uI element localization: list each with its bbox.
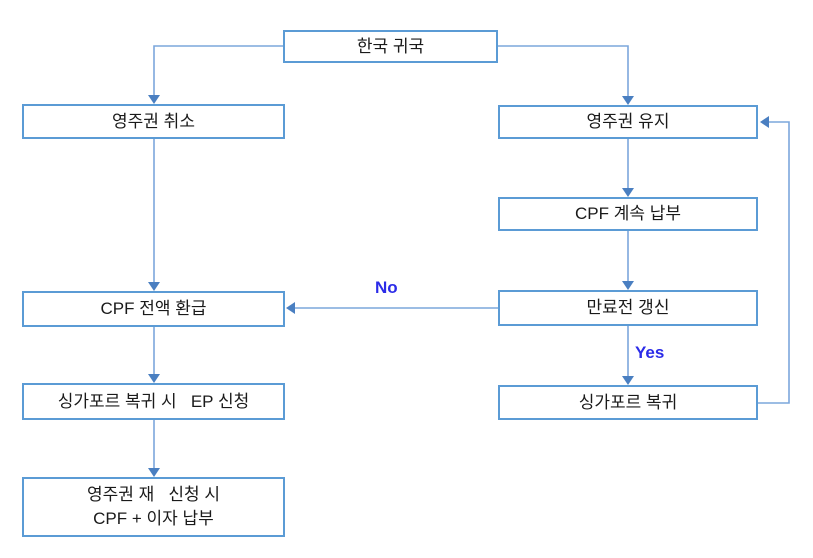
node-cpf-continue: CPF 계속 납부 xyxy=(498,197,758,231)
edge-label-yes: Yes xyxy=(635,343,665,362)
edge-ep-to-reapply-arrow xyxy=(148,468,160,477)
edge-korea-to-keep-arrow xyxy=(622,96,634,105)
node-cpf-refund: CPF 전액 환급 xyxy=(22,291,285,327)
edge-sgreturn-to-keep-line xyxy=(758,121,790,404)
edge-keep-to-cpf-arrow xyxy=(622,188,634,197)
node-pr-reapply: 영주권 재 신청 시 CPF + 이자 납부 xyxy=(22,477,285,537)
node-ep-apply: 싱가포르 복귀 시 EP 신청 xyxy=(22,383,285,420)
node-pr-cancel: 영주권 취소 xyxy=(22,104,285,139)
node-korea-return: 한국 귀국 xyxy=(283,30,498,63)
edge-korea-to-cancel-arrow xyxy=(148,95,160,104)
edge-korea-to-cancel-line xyxy=(153,45,283,96)
edge-korea-to-keep-line xyxy=(498,45,629,97)
edge-sgreturn-to-keep-arrow xyxy=(760,116,769,128)
edge-cancel-to-refund-arrow xyxy=(148,282,160,291)
edge-label-no: No xyxy=(375,278,398,297)
edge-refund-to-ep-arrow xyxy=(148,374,160,383)
node-sg-return: 싱가포르 복귀 xyxy=(498,385,758,420)
node-pr-keep: 영주권 유지 xyxy=(498,105,758,139)
edge-cpf-to-renew-arrow xyxy=(622,281,634,290)
edge-renew-yes-arrow xyxy=(622,376,634,385)
edge-renew-no-arrow xyxy=(286,302,295,314)
node-renew-before-expiry: 만료전 갱신 xyxy=(498,290,758,326)
